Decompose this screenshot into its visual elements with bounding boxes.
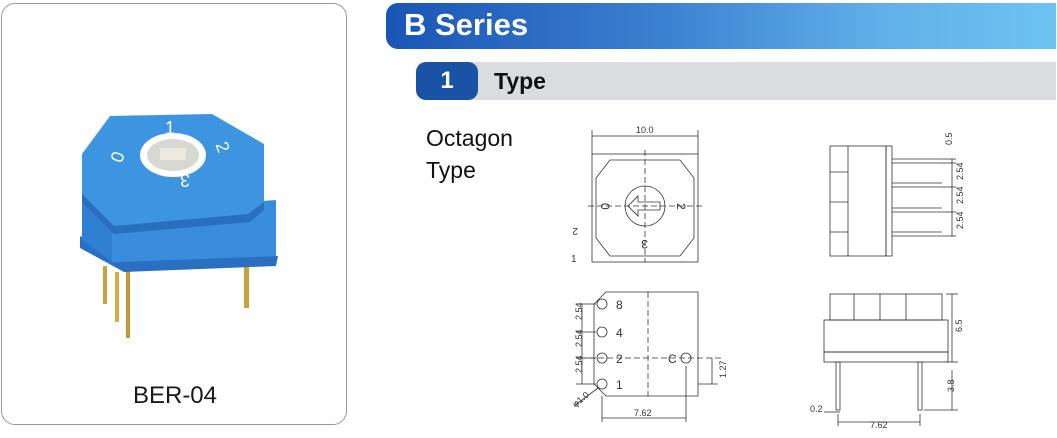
drawing-side-view-top: 0.5 2.54 2.54 2.54 — [829, 132, 965, 257]
switch-base — [80, 236, 278, 272]
top-face-label-2: 2 — [674, 203, 688, 210]
bottom-outline — [593, 291, 699, 397]
dim-side-pitch-1: 2.54 — [955, 162, 965, 180]
dim-bottom-width: 7.62 — [634, 408, 652, 418]
side-body — [829, 145, 887, 257]
drawing-side-view-bottom: 6.5 3.8 0.2 7.62 — [810, 293, 964, 430]
rotary-slot — [160, 148, 186, 160]
top-face-label-0: 0 — [598, 203, 612, 210]
dim-side-pin-thickness: 0.5 — [944, 132, 954, 145]
pin-hole-1 — [596, 378, 608, 390]
pin-hole-8 — [596, 298, 608, 310]
pin-hole-common — [680, 352, 692, 364]
side2-top — [829, 293, 943, 321]
top-pin-label-1: 1 — [571, 254, 577, 265]
dim-bottom-offset: 1.27 — [718, 360, 728, 378]
dim-bottom-pitch-2: 2.54 — [574, 329, 584, 347]
side2-pin-right — [917, 361, 923, 411]
dim-side2-width: 7.62 — [870, 420, 888, 430]
top-pin-label-2: 2 — [572, 225, 578, 236]
pin-hole-2 — [596, 352, 608, 364]
pin-hole-4 — [596, 326, 608, 338]
variant-line-1: Octagon — [426, 125, 513, 151]
type-header-bar — [416, 62, 1056, 100]
dim-side-pitch-2: 2.54 — [955, 186, 965, 204]
dial-label-1: 1 — [165, 118, 175, 138]
series-header-bar — [386, 3, 1056, 49]
product-name: BER-04 — [132, 382, 218, 409]
type-label: Type — [494, 68, 546, 94]
dim-bottom-pitch-3: 2.54 — [574, 355, 584, 373]
dim-side2-pin-length: 3.8 — [946, 379, 956, 392]
dim-side2-height: 6.5 — [954, 319, 964, 332]
switch-top-edge — [82, 194, 264, 234]
pin — [103, 266, 107, 304]
dim-top-width: 10.0 — [636, 125, 654, 135]
side2-pin-left — [835, 361, 841, 411]
top-arrow — [627, 195, 661, 217]
side2-base — [823, 351, 949, 363]
pin — [126, 270, 130, 338]
dim-side2-pin-width: 0.2 — [810, 404, 823, 414]
dim-hole-diameter: φ1.0 — [570, 390, 590, 409]
type-number-badge: 1 — [416, 62, 478, 100]
top-face-label-3: 3 — [641, 237, 648, 251]
side-flange — [885, 145, 893, 257]
pin-label-1: 1 — [616, 378, 623, 392]
dim-bottom-pitch-1: 2.54 — [574, 302, 584, 320]
pin-label-8: 8 — [616, 298, 623, 312]
drawing-top-view: 10.0 0 2 3 2 1 — [571, 125, 702, 265]
dial-label-3: 3 — [180, 170, 190, 190]
top-knob — [624, 185, 666, 227]
product-photo: 1 0 2 3 — [80, 114, 278, 338]
pin-label-4: 4 — [616, 326, 623, 340]
pin — [244, 266, 249, 308]
product-card: 1 0 2 3 BER-04 — [1, 3, 347, 425]
pin — [115, 272, 119, 322]
top-octagon — [595, 159, 695, 257]
dim-side-pitch-3: 2.54 — [955, 211, 965, 229]
pin-label-2: 2 — [616, 352, 623, 366]
series-title: B Series — [404, 7, 529, 42]
side2-body — [823, 319, 949, 353]
pin-label-common: C — [668, 352, 677, 366]
variant-label: Octagon Type — [426, 122, 513, 186]
variant-line-2: Type — [426, 157, 476, 183]
drawing-bottom-view: 8 4 2 1 C 2.54 2.54 2.54 φ1.0 1.27 7.62 — [570, 291, 728, 422]
